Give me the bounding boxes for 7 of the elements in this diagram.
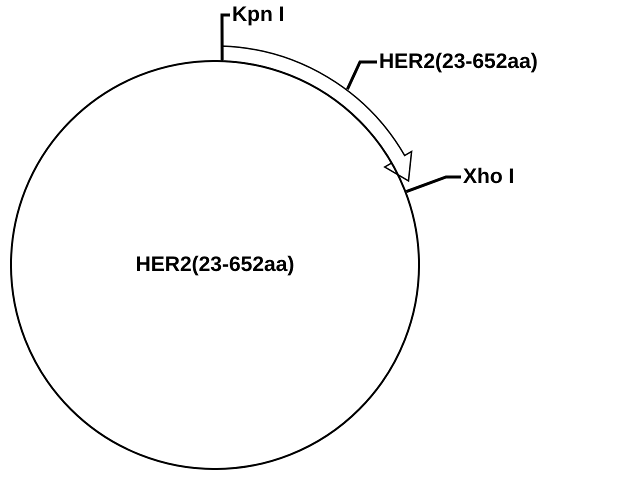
leader-line [406, 176, 461, 193]
plasmid-name: HER2(23-652aa) [136, 253, 294, 277]
leader-line [220, 14, 230, 60]
leader-line [346, 60, 377, 90]
site-label: HER2(23-652aa) [379, 50, 538, 74]
site-label: Xho I [463, 165, 514, 189]
site-label: Kpn I [232, 3, 284, 27]
